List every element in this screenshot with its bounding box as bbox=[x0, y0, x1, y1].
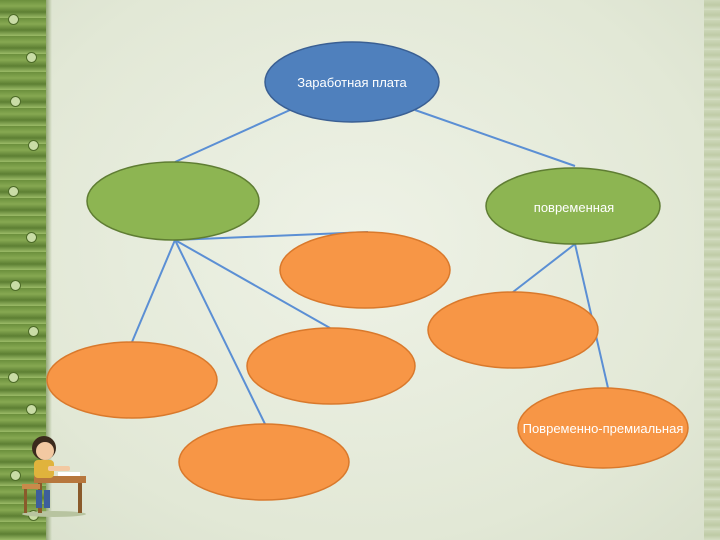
node-orange-right-ellipse[interactable] bbox=[427, 291, 599, 369]
connector-root-left bbox=[174, 109, 291, 163]
border-dot-icon bbox=[26, 404, 37, 415]
node-root-ellipse[interactable] bbox=[264, 41, 440, 123]
connector-left-orange-bottom-left bbox=[131, 239, 176, 343]
node-orange-bottom-ellipse[interactable] bbox=[178, 423, 350, 501]
connector-right-orange bbox=[512, 243, 576, 293]
connectors bbox=[131, 109, 609, 425]
node-premium-ellipse[interactable] bbox=[517, 387, 689, 469]
border-dot-icon bbox=[26, 52, 37, 63]
node-right-label: повременная bbox=[533, 199, 615, 215]
connector-left-orange-bottom bbox=[174, 239, 266, 425]
border-dot-icon bbox=[10, 280, 21, 291]
node-orange-left-ellipse[interactable] bbox=[46, 341, 218, 419]
node-root-label: Заработная плата bbox=[297, 74, 407, 90]
border-dot-icon bbox=[10, 96, 21, 107]
border-dot-icon bbox=[10, 470, 21, 481]
node-left-ellipse[interactable] bbox=[86, 161, 260, 241]
connector-root-right bbox=[414, 109, 576, 167]
border-dot-icon bbox=[26, 232, 37, 243]
border-dot-icon bbox=[28, 140, 39, 151]
node-premium-label: Повременно-премиальная bbox=[522, 420, 684, 436]
connector-left-orange-top bbox=[174, 231, 369, 241]
border-dot-icon bbox=[8, 14, 19, 25]
border-dot-icon bbox=[8, 372, 19, 383]
node-right-ellipse[interactable] bbox=[485, 167, 661, 245]
border-dot-icon bbox=[28, 326, 39, 337]
border-dot-icon bbox=[8, 186, 19, 197]
node-orange-top-ellipse[interactable] bbox=[279, 231, 451, 309]
girl-at-desk-icon bbox=[22, 436, 86, 517]
connector-left-orange-middle bbox=[174, 239, 331, 329]
node-orange-middle-ellipse[interactable] bbox=[246, 327, 416, 405]
decorative-border-right bbox=[704, 0, 720, 540]
